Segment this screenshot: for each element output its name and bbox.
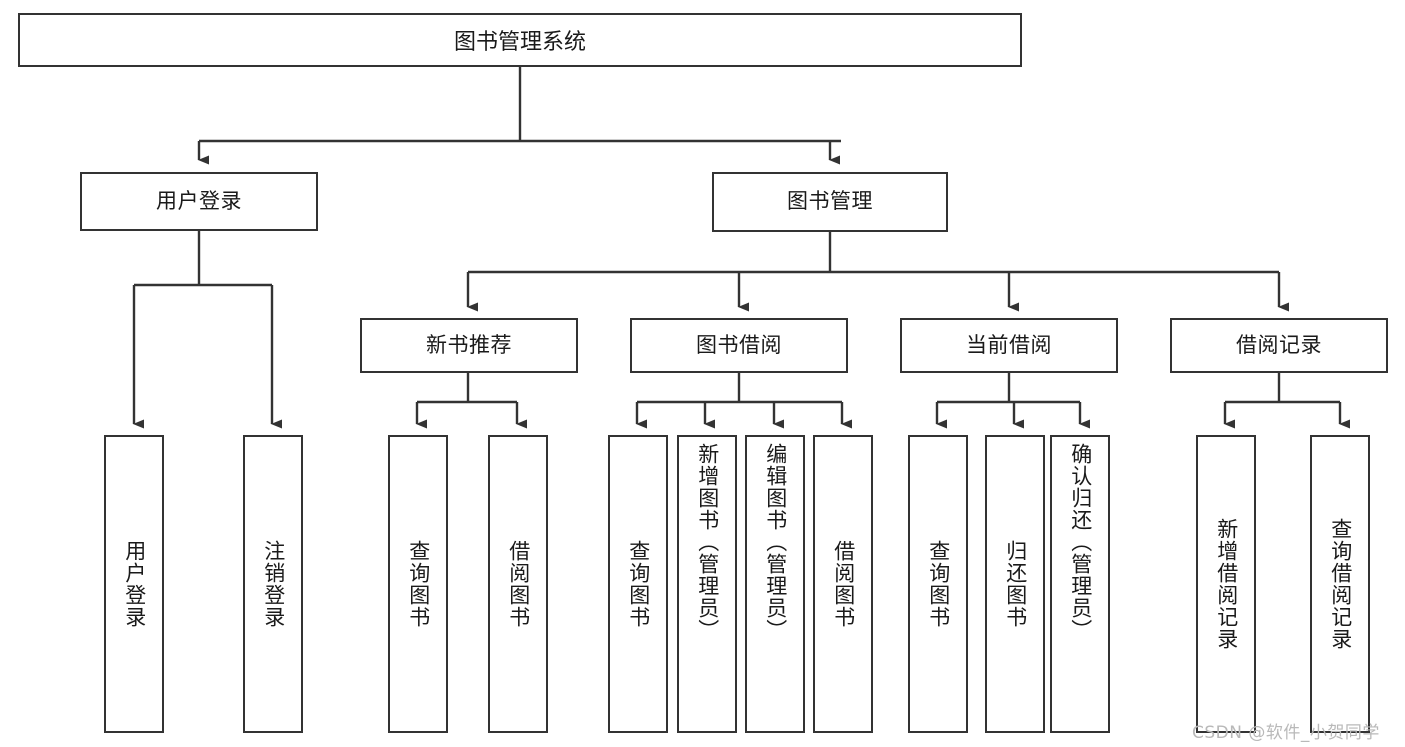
node-book-borrow-label: 图书借阅 <box>696 332 782 357</box>
leaf-add-book[interactable]: 新增图书（管理员） <box>677 435 737 733</box>
node-user-login[interactable]: 用户登录 <box>80 172 318 231</box>
leaf-add-record[interactable]: 新增借阅记录 <box>1196 435 1256 733</box>
leaf-query-record-label: 查询借阅记录 <box>1328 518 1353 650</box>
node-new-book-rec-label: 新书推荐 <box>426 332 512 357</box>
node-current-borrow-label: 当前借阅 <box>966 332 1052 357</box>
node-book-manage-label: 图书管理 <box>787 189 873 214</box>
leaf-borrow-book-2-label: 借阅图书 <box>831 540 856 628</box>
leaf-borrow-book-2[interactable]: 借阅图书 <box>813 435 873 733</box>
leaf-query-book-1[interactable]: 查询图书 <box>388 435 448 733</box>
node-root[interactable]: 图书管理系统 <box>18 13 1022 67</box>
node-borrow-record[interactable]: 借阅记录 <box>1170 318 1388 373</box>
leaf-logout-login[interactable]: 注销登录 <box>243 435 303 733</box>
leaf-confirm-return-label: 确认归还（管理员） <box>1068 443 1093 641</box>
leaf-add-book-label: 新增图书（管理员） <box>695 443 720 641</box>
leaf-query-book-1-label: 查询图书 <box>406 540 431 628</box>
leaf-query-book-2-label: 查询图书 <box>626 540 651 628</box>
leaf-query-book-3[interactable]: 查询图书 <box>908 435 968 733</box>
leaf-borrow-book-1-label: 借阅图书 <box>506 540 531 628</box>
leaf-edit-book[interactable]: 编辑图书（管理员） <box>745 435 805 733</box>
leaf-borrow-book-1[interactable]: 借阅图书 <box>488 435 548 733</box>
leaf-query-record[interactable]: 查询借阅记录 <box>1310 435 1370 733</box>
node-new-book-rec[interactable]: 新书推荐 <box>360 318 578 373</box>
leaf-query-book-3-label: 查询图书 <box>926 540 951 628</box>
leaf-return-book[interactable]: 归还图书 <box>985 435 1045 733</box>
node-user-login-label: 用户登录 <box>156 188 242 213</box>
node-current-borrow[interactable]: 当前借阅 <box>900 318 1118 373</box>
node-borrow-record-label: 借阅记录 <box>1236 332 1322 357</box>
leaf-return-book-label: 归还图书 <box>1003 540 1028 628</box>
node-book-borrow[interactable]: 图书借阅 <box>630 318 848 373</box>
leaf-query-book-2[interactable]: 查询图书 <box>608 435 668 733</box>
leaf-edit-book-label: 编辑图书（管理员） <box>763 443 788 641</box>
leaf-confirm-return[interactable]: 确认归还（管理员） <box>1050 435 1110 733</box>
leaf-user-login-label: 用户登录 <box>122 540 147 628</box>
leaf-add-record-label: 新增借阅记录 <box>1214 518 1239 650</box>
node-root-label: 图书管理系统 <box>453 30 586 55</box>
leaf-user-login[interactable]: 用户登录 <box>104 435 164 733</box>
node-book-manage[interactable]: 图书管理 <box>712 172 948 232</box>
csdn-watermark: CSDN @软件_小贺同学 <box>1192 723 1380 743</box>
leaf-logout-login-label: 注销登录 <box>261 540 286 628</box>
